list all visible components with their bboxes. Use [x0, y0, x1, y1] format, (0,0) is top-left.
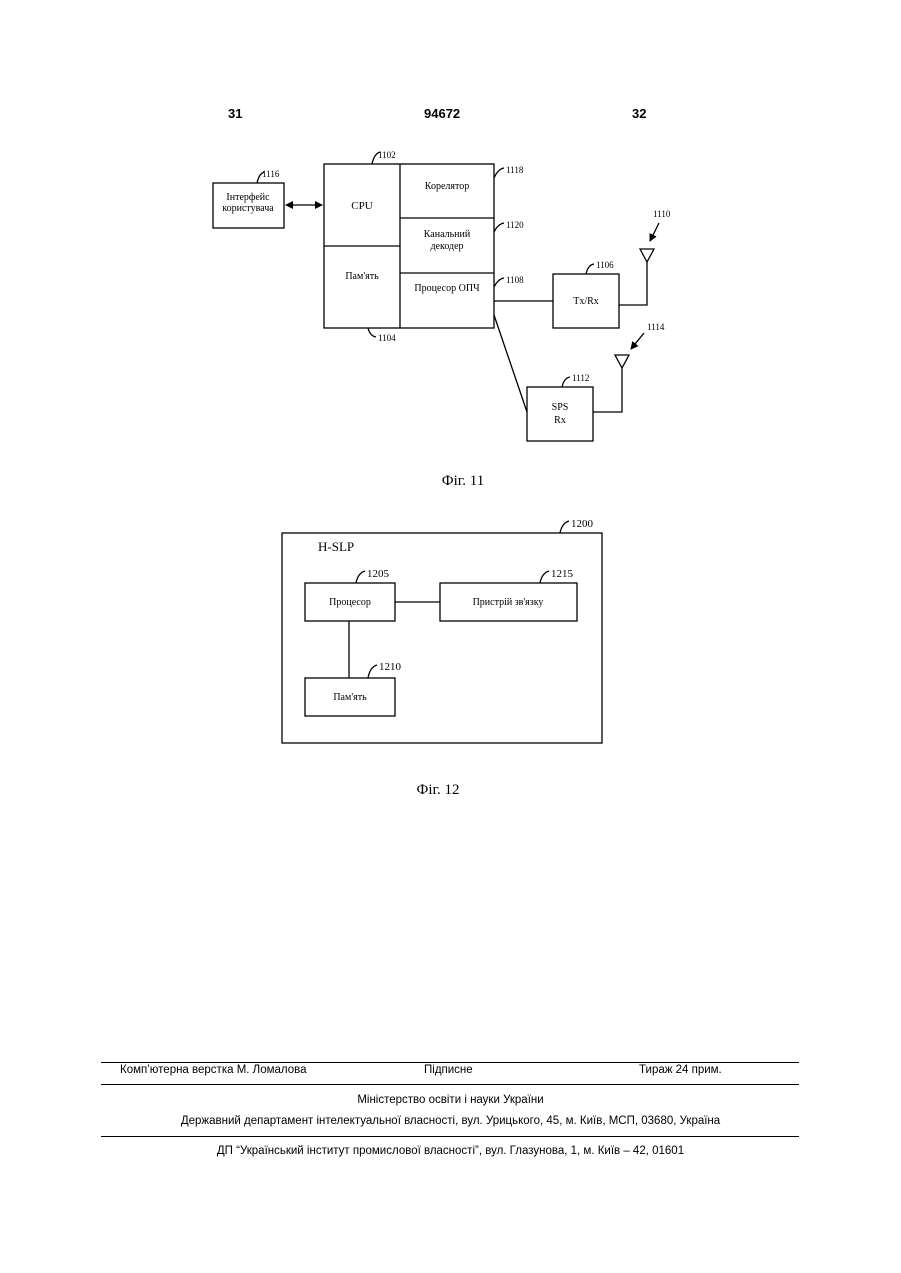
- ref-1108: 1108: [506, 275, 524, 285]
- h-slp-outer-block: [282, 533, 602, 743]
- ref-1120: 1120: [506, 220, 524, 230]
- antenna2-pointer: [631, 333, 644, 349]
- antenna2-feed: [593, 368, 622, 412]
- ref-leader-1108: [494, 278, 504, 287]
- sps-rx-block: [527, 387, 593, 441]
- footer-department: Державний департамент інтелектуальної вл…: [0, 1115, 901, 1127]
- sps-label-line2: Rx: [554, 415, 566, 426]
- figure-11-caption: Фіг. 11: [442, 473, 484, 489]
- sps-label-line1: SPS: [552, 402, 569, 413]
- memory-label: Пам'ять: [345, 271, 379, 282]
- ref-1102: 1102: [378, 150, 396, 160]
- ref-leader-1120: [494, 223, 504, 232]
- ref-leader-1205: [356, 571, 365, 583]
- ref-1104: 1104: [378, 333, 396, 343]
- figure-12: [282, 521, 602, 743]
- txrx-label: Tx/Rx: [573, 296, 599, 307]
- footer-signed: Підписне: [424, 1064, 473, 1076]
- memory12-label: Пам'ять: [333, 692, 367, 703]
- ref-leader-1210: [368, 665, 377, 678]
- ref-1110: 1110: [653, 209, 671, 219]
- ref-1200: 1200: [571, 518, 594, 530]
- footer-rule-middle: [101, 1084, 799, 1085]
- antenna1-icon: [640, 249, 654, 262]
- footer-layout: Комп’ютерна верстка М. Ломалова: [120, 1064, 307, 1076]
- antenna2-icon: [615, 355, 629, 368]
- ref-1215: 1215: [551, 568, 574, 580]
- rf-processor-label: Процесор ОПЧ: [414, 283, 480, 294]
- ref-1114: 1114: [647, 322, 665, 332]
- ref-1116: 1116: [262, 169, 280, 179]
- footer-rule-top: [101, 1062, 799, 1063]
- cpu-label: CPU: [351, 200, 372, 212]
- ref-1118: 1118: [506, 165, 524, 175]
- ref-1210: 1210: [379, 661, 402, 673]
- rf-sps-connector: [494, 315, 527, 412]
- user-interface-label-line1: Інтерфейс: [226, 192, 270, 203]
- footer-rule-bottom: [101, 1136, 799, 1137]
- ref-leader-1215: [540, 571, 549, 583]
- footer-institute: ДП “Український інститут промислової вла…: [0, 1145, 901, 1157]
- correlator-label: Корелятор: [425, 181, 469, 192]
- footer-ministry: Міністерство освіти і науки України: [0, 1094, 901, 1106]
- user-interface-label-line2: користувача: [222, 203, 274, 214]
- ref-leader-1118: [494, 168, 504, 178]
- footer-circulation: Тираж 24 прим.: [639, 1064, 722, 1076]
- antenna1-pointer: [650, 223, 659, 241]
- ref-leader-1200: [560, 521, 569, 533]
- ref-1106: 1106: [596, 260, 614, 270]
- antenna1-feed: [619, 262, 647, 305]
- ref-1112: 1112: [572, 373, 589, 383]
- comm-device-label: Пристрій зв'язку: [473, 597, 544, 608]
- ref-leader-1106: [586, 264, 594, 274]
- channel-decoder-label-line1: Канальний: [424, 229, 471, 240]
- processor-label: Процесор: [329, 597, 371, 608]
- ref-leader-1104: [368, 328, 376, 337]
- figure-12-caption: Фіг. 12: [417, 782, 460, 798]
- ref-leader-1112: [562, 377, 570, 387]
- ref-1205: 1205: [367, 568, 390, 580]
- h-slp-title: H-SLP: [318, 539, 354, 554]
- channel-decoder-label-line2: декодер: [430, 241, 463, 252]
